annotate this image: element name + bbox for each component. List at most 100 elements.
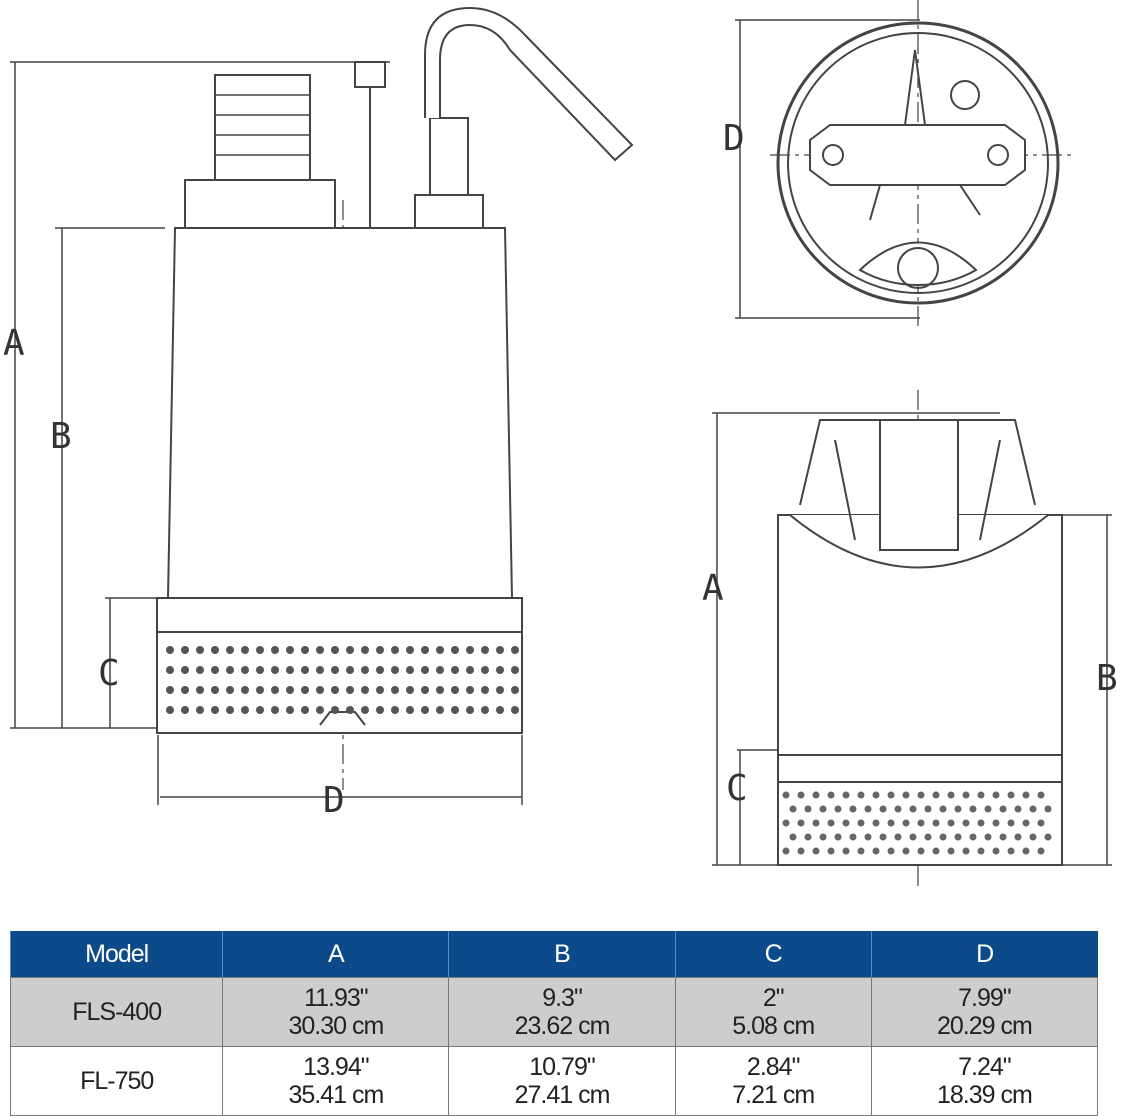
strainer-hole: [932, 847, 940, 855]
strainer-hole: [361, 666, 369, 674]
strainer-hole: [511, 666, 519, 674]
strainer-hole: [879, 805, 887, 813]
strainer-hole: [842, 819, 850, 827]
strainer-hole: [1007, 791, 1015, 799]
strainer-hole: [376, 686, 384, 694]
strainer-hole: [271, 666, 279, 674]
strainer-hole: [962, 847, 970, 855]
strainer-hole: [286, 686, 294, 694]
strainer-hole: [481, 666, 489, 674]
strainer-hole: [782, 791, 790, 799]
strainer-hole: [992, 819, 1000, 827]
strainer-hole: [894, 833, 902, 841]
strainer-hole: [1029, 833, 1037, 841]
strainer-hole: [301, 666, 309, 674]
strainer-hole: [436, 706, 444, 714]
strainer-hole: [361, 646, 369, 654]
strainer-hole: [391, 686, 399, 694]
strainer-hole: [211, 646, 219, 654]
strainer-hole: [834, 805, 842, 813]
strainer-hole: [391, 646, 399, 654]
dim-c-cell: 2.84"7.21 cm: [674, 1046, 872, 1116]
strainer-hole: [346, 646, 354, 654]
strainer-hole: [451, 666, 459, 674]
strainer-hole: [864, 833, 872, 841]
strainer-hole: [181, 686, 189, 694]
strainer-hole: [421, 646, 429, 654]
strainer-hole: [887, 847, 895, 855]
strainer-hole: [481, 686, 489, 694]
dim-c-cell: 2"5.08 cm: [674, 977, 872, 1047]
strainer-hole: [406, 686, 414, 694]
strainer-hole: [346, 706, 354, 714]
strainer-hole: [947, 819, 955, 827]
model-cell: FLS-400: [9, 977, 224, 1047]
strainer-hole: [196, 686, 204, 694]
strainer-hole: [181, 646, 189, 654]
inches: 2.84": [746, 1053, 801, 1081]
strainer-hole: [256, 706, 264, 714]
strainer-hole: [932, 791, 940, 799]
strainer-hole: [902, 819, 910, 827]
inches: 13.94": [303, 1053, 369, 1081]
strainer-hole: [391, 706, 399, 714]
strainer-hole: [797, 847, 805, 855]
strainer-hole: [511, 686, 519, 694]
strainer-hole: [834, 833, 842, 841]
strainer-hole: [286, 646, 294, 654]
inches: 9.3": [542, 984, 583, 1012]
strainer-hole: [872, 819, 880, 827]
cm: 5.08 cm: [732, 1012, 815, 1040]
strainer-hole: [466, 666, 474, 674]
strainer-hole: [316, 706, 324, 714]
strainer-hole: [406, 646, 414, 654]
strainer-hole: [1022, 847, 1030, 855]
strainer-hole: [1044, 805, 1052, 813]
strainer-hole: [436, 686, 444, 694]
cm: 7.21 cm: [732, 1081, 815, 1109]
strainer-hole: [256, 646, 264, 654]
strainer-hole: [947, 847, 955, 855]
strainer-hole: [301, 686, 309, 694]
strainer-hole: [812, 791, 820, 799]
strainer-hole: [496, 706, 504, 714]
front-dim-c-label: C: [726, 768, 748, 809]
strainer-hole: [1037, 847, 1045, 855]
strainer-hole: [496, 646, 504, 654]
strainer-hole: [241, 686, 249, 694]
strainer-hole: [166, 706, 174, 714]
strainer-hole: [819, 833, 827, 841]
strainer-hole: [969, 805, 977, 813]
strainer-hole: [181, 666, 189, 674]
front-dim-b-label: B: [1096, 658, 1118, 699]
table-row: FLS-400 11.93"30.30 cm 9.3"23.62 cm 2"5.…: [9, 977, 1099, 1047]
strainer-hole: [466, 706, 474, 714]
strainer-hole: [241, 706, 249, 714]
strainer-hole: [812, 847, 820, 855]
inches: 7.99": [958, 984, 1012, 1012]
strainer-hole: [241, 666, 249, 674]
strainer-hole: [857, 791, 865, 799]
strainer-hole: [827, 847, 835, 855]
strainer-hole: [992, 847, 1000, 855]
strainer-hole: [466, 646, 474, 654]
strainer-hole: [857, 847, 865, 855]
strainer-hole: [902, 791, 910, 799]
strainer-hole: [962, 791, 970, 799]
strainer-hole: [316, 686, 324, 694]
strainer-hole: [872, 847, 880, 855]
dim-d-cell: 7.99"20.29 cm: [870, 977, 1099, 1047]
inches: 11.93": [304, 984, 369, 1012]
strainer-hole: [1014, 833, 1022, 841]
strainer-hole: [286, 666, 294, 674]
strainer-hole: [346, 686, 354, 694]
strainer-hole: [939, 833, 947, 841]
strainer-hole: [481, 646, 489, 654]
strainer-hole: [196, 646, 204, 654]
strainer-hole: [451, 646, 459, 654]
strainer-hole: [166, 686, 174, 694]
strainer-hole: [376, 646, 384, 654]
strainer-hole: [1014, 805, 1022, 813]
strainer-hole: [1007, 819, 1015, 827]
strainer-hole: [241, 646, 249, 654]
